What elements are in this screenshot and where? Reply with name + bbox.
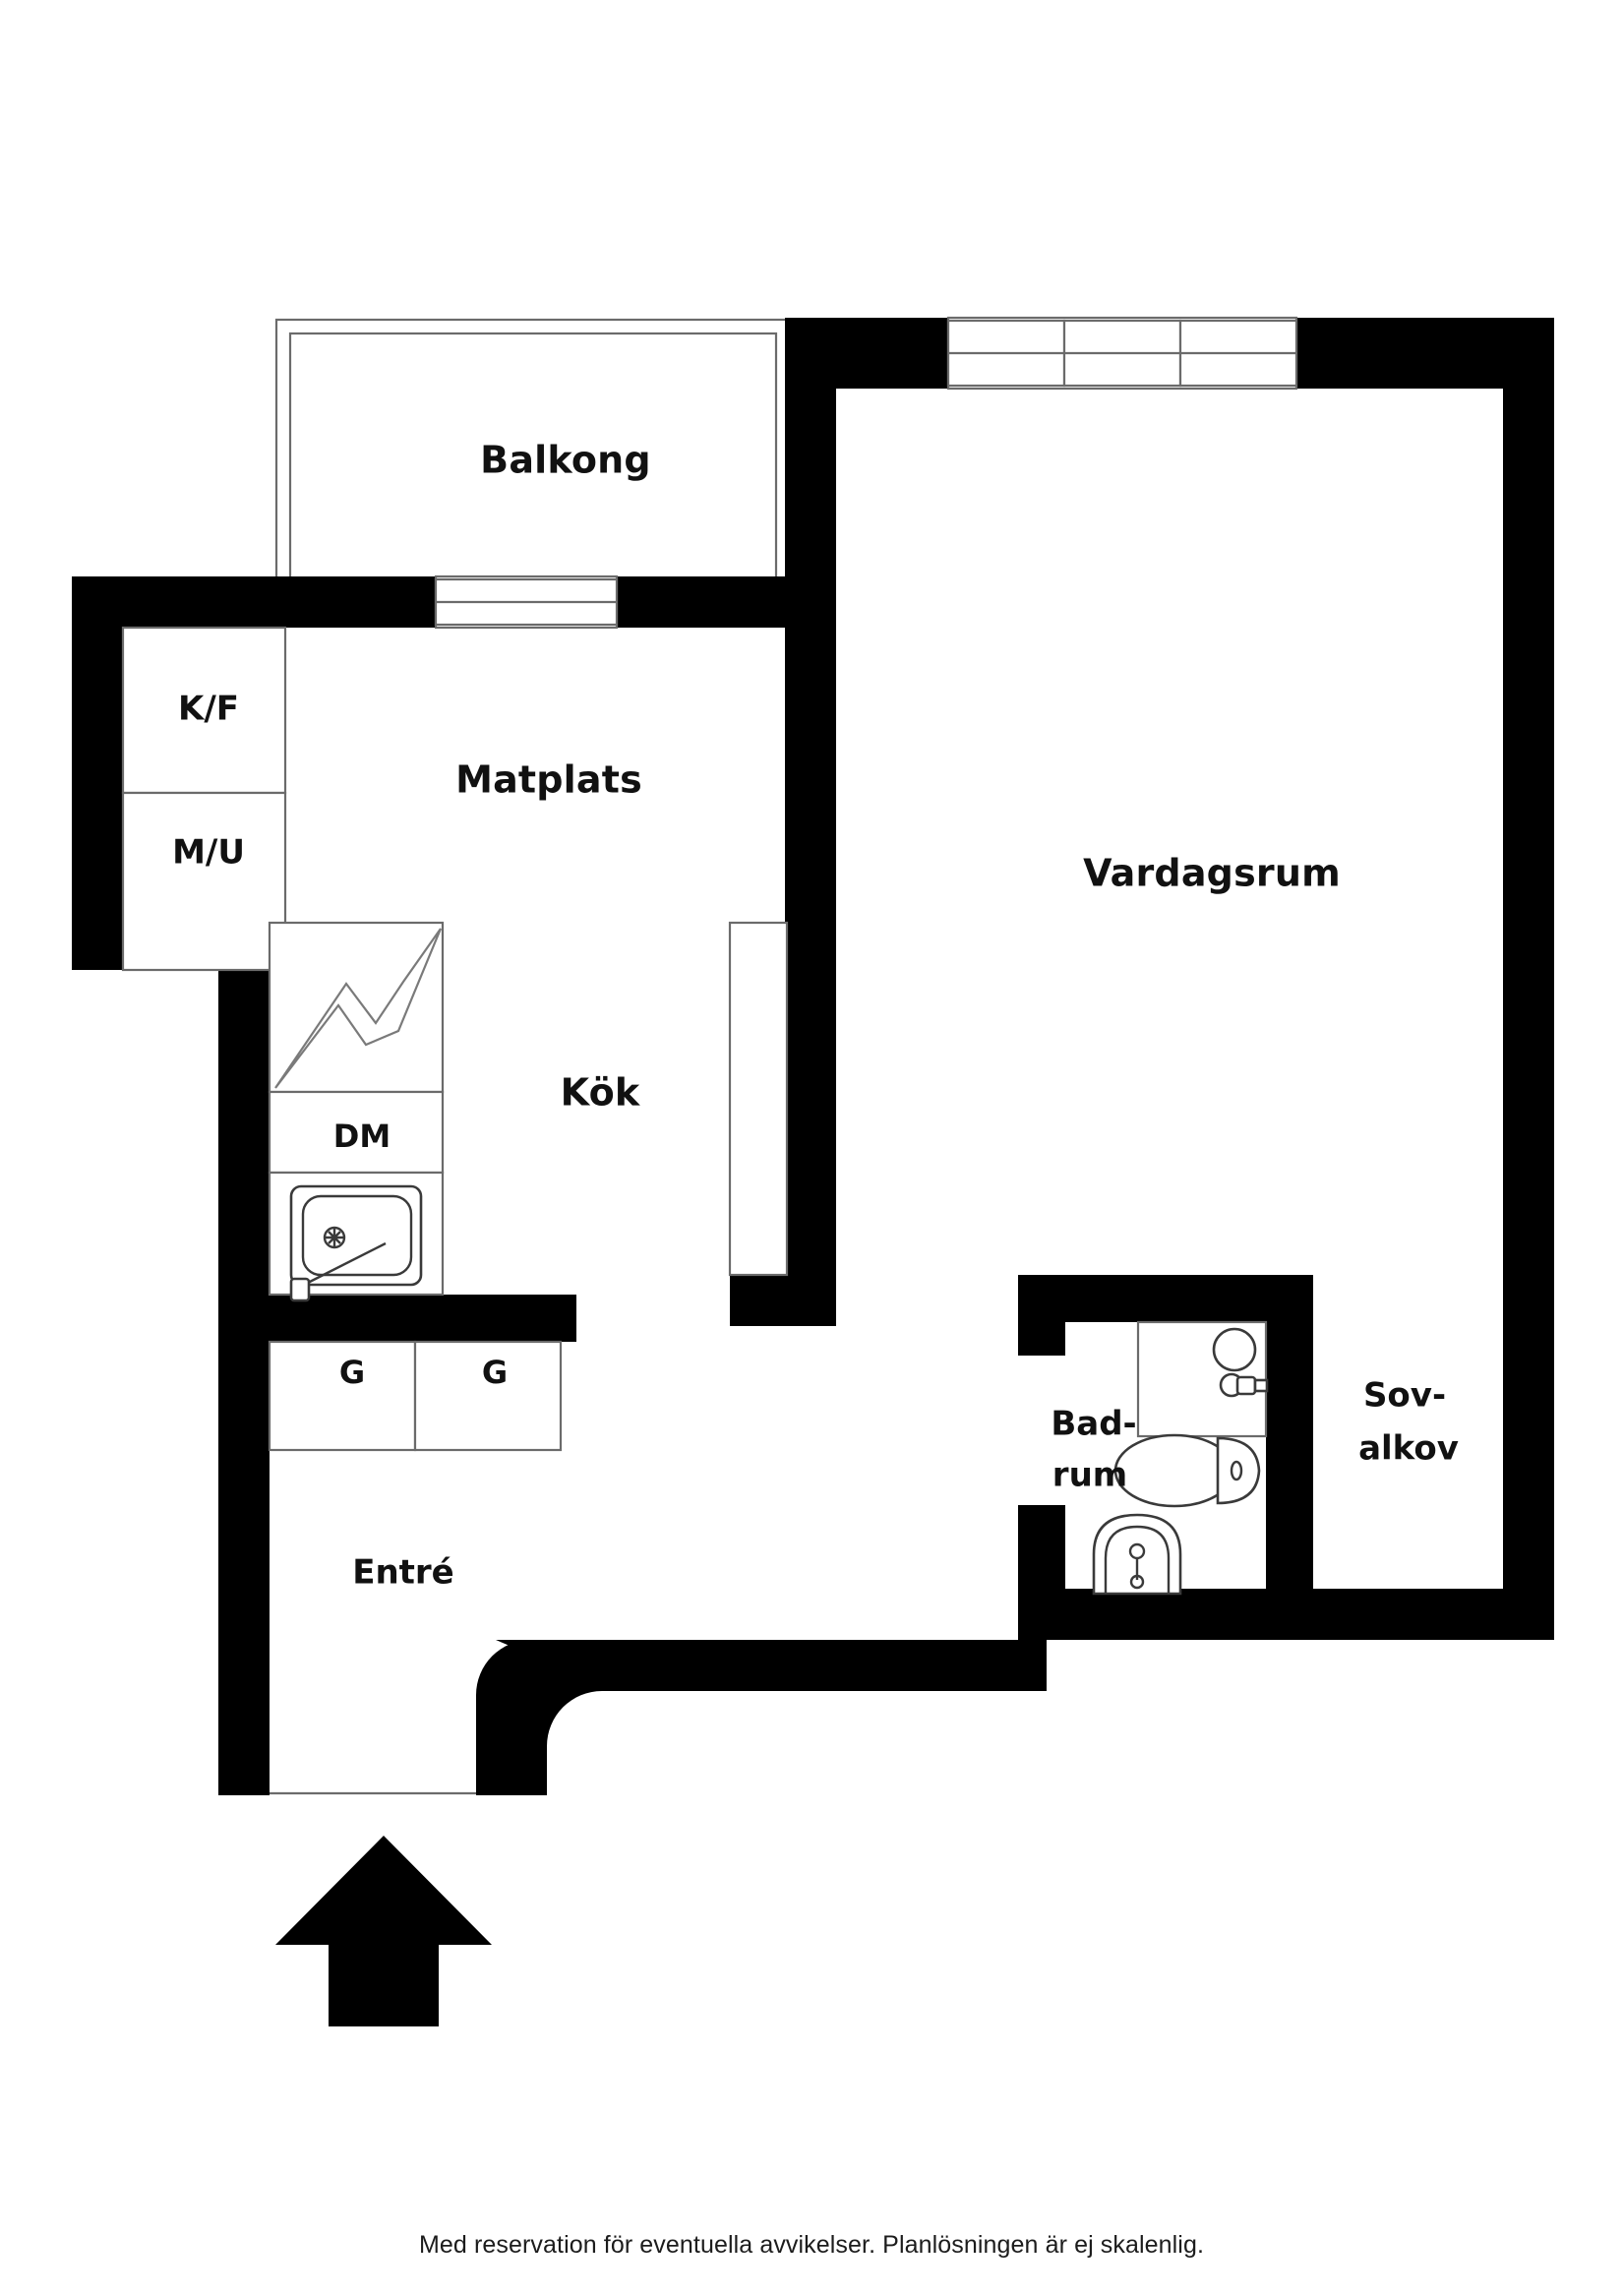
kitchen-sink-basin <box>301 1194 413 1277</box>
entre-corner-wall <box>476 1640 1047 1795</box>
room-label-sovalkov-2: alkov <box>1358 1429 1459 1469</box>
unit-label-wardrobe-1: G <box>339 1354 365 1391</box>
washbasin-bowl[interactable] <box>1092 1513 1182 1596</box>
kitchen-sink-outer <box>289 1184 423 1287</box>
entrance-door-jamb-left <box>218 1757 270 1795</box>
room-label-badrum-2: rum <box>1052 1456 1127 1495</box>
toilet-cistern <box>1216 1436 1261 1505</box>
room-label-badrum-1: Bad- <box>1051 1405 1136 1444</box>
dishwasher-unit[interactable] <box>268 1090 445 1175</box>
room-labels: Balkong K/F M/U Matplats Kök Vardagsrum … <box>172 439 1459 1593</box>
entrance-arrow-shape <box>275 1836 492 2026</box>
kitchen-living-divider-wall <box>785 576 836 1295</box>
left-interior-wall-lower <box>218 919 270 1757</box>
shower-head <box>1212 1327 1257 1372</box>
room-label-kok: Kök <box>561 1071 640 1115</box>
washbasin-drain <box>1129 1574 1145 1590</box>
living-room-window <box>946 319 1298 388</box>
stove-hob-unit[interactable] <box>268 921 445 1094</box>
kitchen-living-divider-foot <box>730 1275 836 1326</box>
bathroom-left-wall-upper <box>1018 1275 1065 1356</box>
bathroom-fixtures <box>1092 1320 1269 1596</box>
kitchen-entre-divider-wall <box>270 1295 576 1342</box>
room-label-vardagsrum: Vardagsrum <box>1083 852 1341 895</box>
room-label-balkong: Balkong <box>480 439 651 482</box>
left-exterior-wall-upper <box>72 576 123 970</box>
entrance-arrow <box>275 1836 492 2026</box>
sink-faucet-base <box>289 1277 311 1302</box>
bathroom-top-wall <box>1018 1275 1313 1322</box>
shower-mixer-outlet <box>1253 1378 1269 1393</box>
unit-label-wardrobe-2: G <box>482 1354 508 1391</box>
disclaimer-text: Med reservation för eventuella avvikelse… <box>418 2231 1204 2259</box>
sink-drain-cross <box>325 1228 344 1247</box>
balcony-living-divider-wall <box>785 318 836 585</box>
wardrobe-unit[interactable] <box>413 1340 563 1452</box>
room-label-mu: M/U <box>172 833 245 873</box>
room-label-sovalkov-1: Sov- <box>1363 1376 1446 1416</box>
entrance-door-jamb-right <box>476 1746 547 1795</box>
balcony-door[interactable] <box>434 577 619 627</box>
sink-faucet-arm <box>299 1241 387 1289</box>
toilet-bowl[interactable] <box>1113 1433 1235 1508</box>
wardrobe-unit[interactable] <box>268 1340 417 1452</box>
structural-walls <box>72 316 1554 1795</box>
kitchen-top-wall-left <box>72 576 436 628</box>
washer-dryer-unit[interactable] <box>121 791 287 972</box>
bathroom-sovalkov-divider-wall <box>1266 1275 1313 1640</box>
toilet-flush-button <box>1230 1460 1243 1481</box>
entre-wardrobes <box>268 1340 563 1452</box>
stove-hob-symbol <box>274 928 443 1089</box>
washbasin-inner <box>1104 1525 1171 1594</box>
right-exterior-wall <box>1503 318 1554 1640</box>
kitchen-units <box>121 626 789 1302</box>
fridge-freezer-unit[interactable] <box>121 626 287 795</box>
kitchen-counter[interactable] <box>728 921 789 1277</box>
bathroom-bottom-wall <box>1018 1593 1313 1640</box>
shower-mixer-body <box>1235 1375 1257 1396</box>
room-label-entre: Entré <box>352 1553 454 1593</box>
unit-label-dm: DM <box>333 1118 391 1155</box>
room-label-kf: K/F <box>178 690 239 729</box>
room-label-matplats: Matplats <box>455 758 642 802</box>
